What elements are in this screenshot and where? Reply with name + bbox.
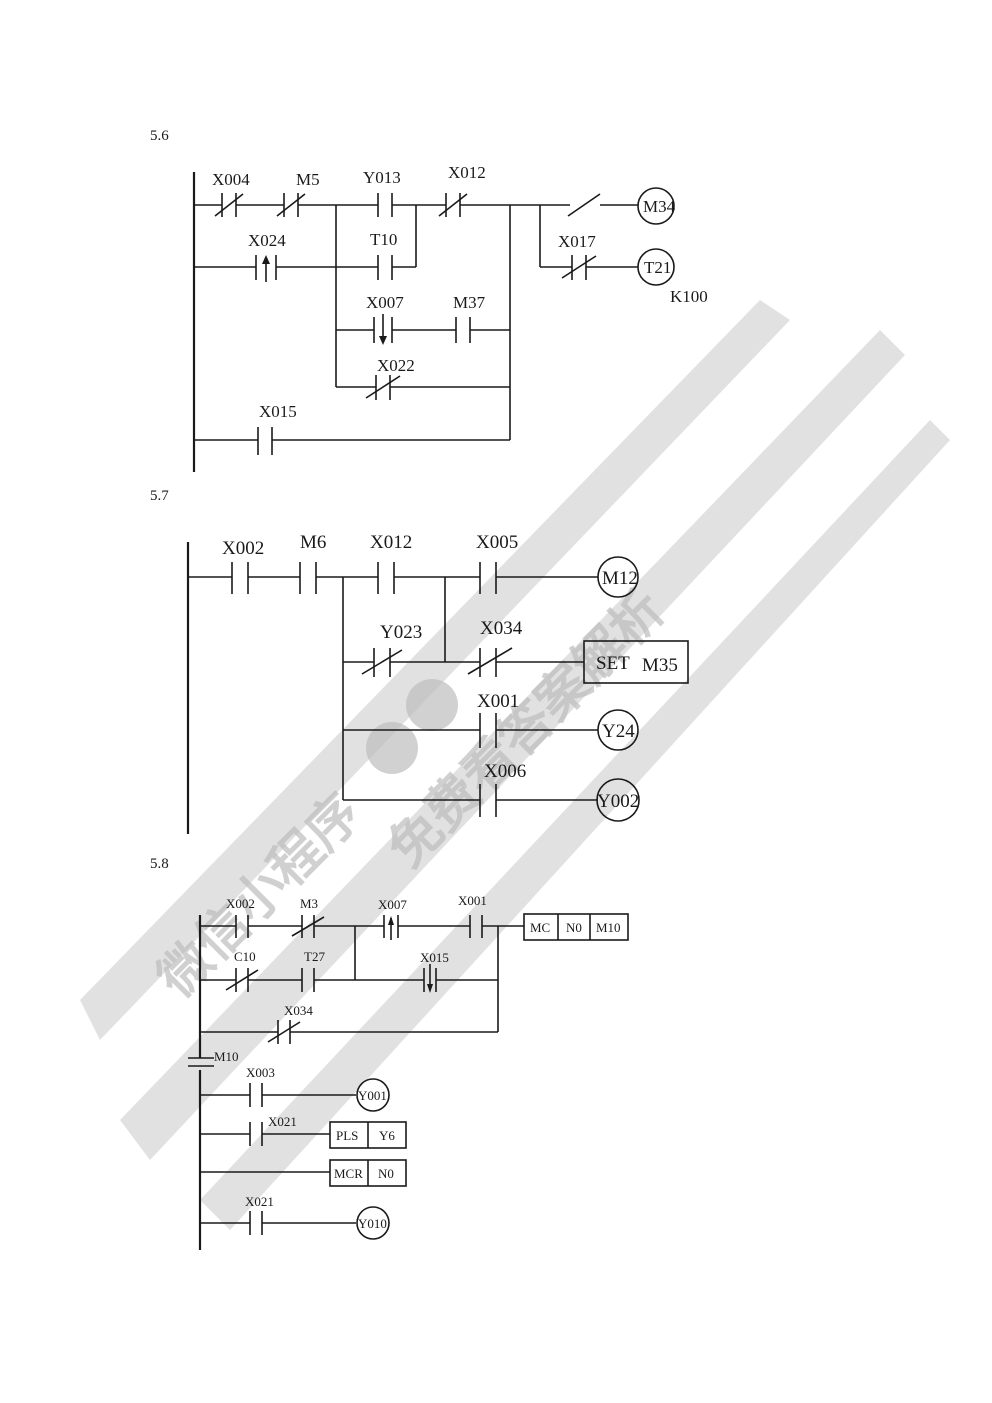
contact-m3-nc	[291, 915, 325, 938]
contact-m5-nc	[276, 193, 306, 217]
ladder-5-7: X002 M6 X012 X005 M12 Y023 X034	[186, 532, 689, 834]
coil-m34	[637, 187, 675, 225]
label-m37: M37	[453, 293, 486, 312]
contact-m34-slash	[567, 193, 601, 217]
operand-y6: Y6	[379, 1128, 395, 1143]
instruction-set: SET	[596, 653, 630, 674]
label-x034: X034	[284, 1003, 313, 1018]
coil-label-t21: T21	[644, 258, 671, 277]
label-x006: X006	[484, 761, 526, 782]
coil-label-y24: Y24	[602, 721, 635, 742]
label-c10: C10	[234, 949, 256, 964]
label-x001: X001	[477, 691, 519, 712]
coil-y002	[596, 778, 640, 822]
coil-label-y001: Y001	[358, 1088, 387, 1103]
label-x007: X007	[366, 293, 404, 312]
label-x015: X015	[420, 950, 449, 965]
contact-x015-no	[257, 427, 273, 455]
label-m6: M6	[300, 532, 326, 553]
contact-x012-no	[377, 562, 395, 594]
coil-label-y002: Y002	[597, 791, 639, 812]
instruction-pls: PLS	[336, 1128, 358, 1143]
label-m3: M3	[300, 896, 318, 911]
label-x004: X004	[212, 170, 250, 189]
contact-x021-no	[249, 1122, 263, 1146]
label-x007: X007	[378, 897, 407, 912]
label-x021-pls: X021	[268, 1114, 297, 1129]
contact-x007-rising	[383, 915, 399, 940]
ladder-5-8: M10 X002 M3 X007 X001 MC N0 M10	[188, 893, 629, 1250]
label-x003: X003	[246, 1065, 275, 1080]
contact-x021-no-2	[249, 1211, 263, 1235]
timer-constant-k100: K100	[670, 287, 708, 306]
coil-y001	[356, 1078, 390, 1112]
operand-m35: M35	[642, 655, 678, 676]
contact-x007-falling	[373, 314, 393, 345]
contact-x015-falling	[423, 964, 437, 993]
contact-x002-no	[235, 915, 249, 938]
coil-t21	[637, 248, 675, 286]
instruction-mcr: MCR	[334, 1166, 363, 1181]
operand-n0-mcr: N0	[378, 1166, 394, 1181]
section-label-5-6: 5.6	[150, 128, 169, 144]
section-label-5-7: 5.7	[150, 488, 169, 504]
contact-c10-nc	[225, 968, 259, 992]
section-label-5-8: 5.8	[150, 856, 169, 872]
label-x002: X002	[226, 896, 255, 911]
label-x012: X012	[370, 532, 412, 553]
contact-t10-no	[377, 255, 393, 280]
operand-n0: N0	[566, 920, 582, 935]
contact-x002-no	[231, 562, 249, 594]
watermark-seal-1	[366, 722, 418, 774]
label-x002: X002	[222, 538, 264, 559]
contact-x024-rising	[255, 255, 277, 282]
label-x021-y010: X021	[245, 1194, 274, 1209]
instruction-mc: MC	[530, 920, 550, 935]
coil-label-m12: M12	[602, 568, 638, 589]
label-t10: T10	[370, 230, 397, 249]
label-y023: Y023	[380, 622, 422, 643]
contact-x001-no	[469, 915, 483, 938]
contact-x034-nc	[467, 647, 513, 677]
label-x005: X005	[476, 532, 518, 553]
mc-bus-label-m10: M10	[214, 1049, 239, 1064]
watermark-seal-2	[406, 679, 458, 731]
ladder-5-6: X004 M5 Y013 X012 M34 X024	[192, 163, 708, 472]
label-x022: X022	[377, 356, 415, 375]
contact-x004-nc	[214, 193, 244, 217]
label-x001: X001	[458, 893, 487, 908]
coil-y010	[356, 1206, 390, 1240]
contact-y023-nc	[361, 648, 403, 677]
operand-m10: M10	[596, 920, 621, 935]
coil-label-y010: Y010	[358, 1216, 387, 1231]
label-x015: X015	[259, 402, 297, 421]
set-instruction-box	[583, 640, 689, 684]
contact-m6-no	[299, 562, 317, 594]
label-y013: Y013	[363, 168, 401, 187]
contact-x006-no	[479, 784, 497, 817]
mc-instruction-box	[523, 913, 629, 941]
contact-m37-no	[455, 317, 471, 343]
label-x024: X024	[248, 231, 286, 250]
coil-y24	[597, 709, 639, 751]
coil-m12	[597, 556, 639, 598]
contact-x034-nc	[267, 1020, 301, 1044]
coil-label-m34: M34	[643, 197, 676, 216]
contact-x005-no	[479, 562, 497, 594]
contact-t27-no	[301, 968, 315, 992]
contact-x003-no	[249, 1083, 263, 1107]
contact-x017-nc	[561, 255, 597, 280]
watermark: 微信小程序 免费看答案解析	[80, 300, 950, 1230]
label-m5: M5	[296, 170, 320, 189]
contact-x012-nc	[438, 193, 468, 217]
label-t27: T27	[304, 949, 325, 964]
contact-y013-no	[377, 193, 393, 217]
contact-x001-no	[479, 713, 497, 748]
label-x012: X012	[448, 163, 486, 182]
contact-x022-nc	[365, 375, 401, 400]
label-x017: X017	[558, 232, 596, 251]
label-x034: X034	[480, 618, 523, 639]
